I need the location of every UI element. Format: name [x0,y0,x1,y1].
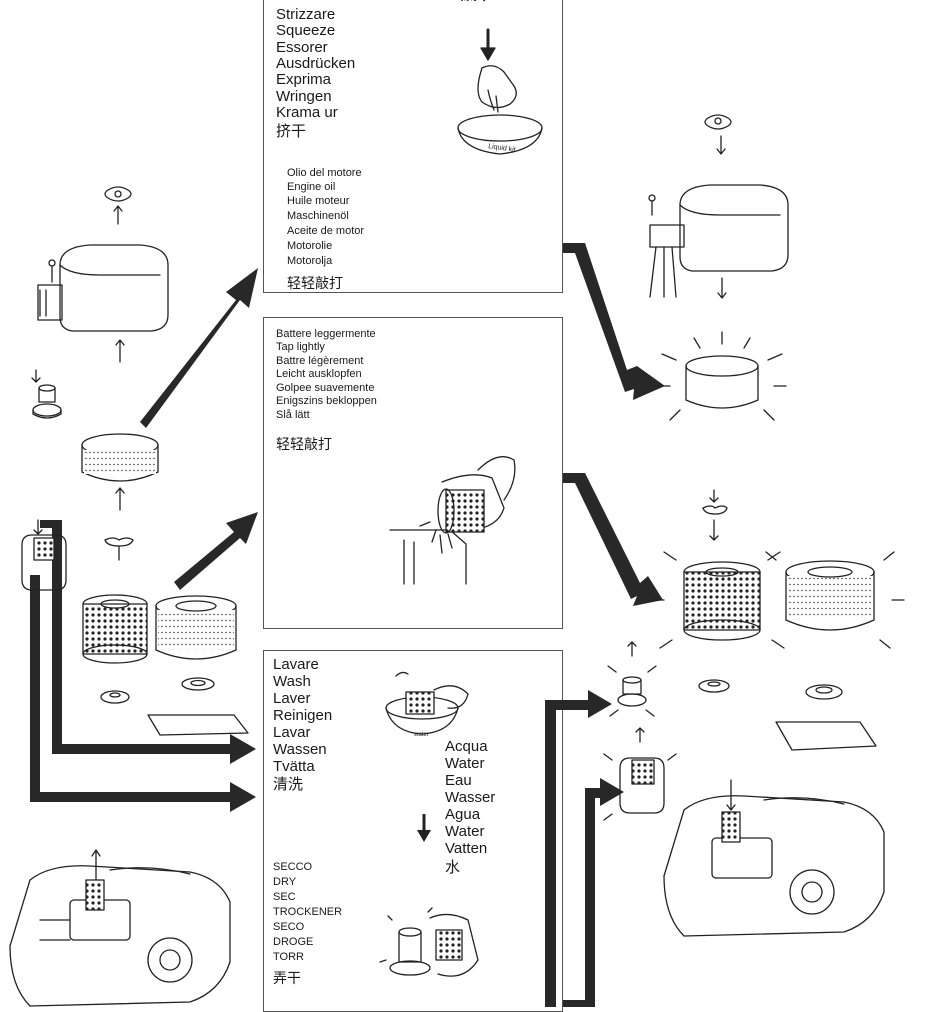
flow-arrow-wash-out-lower [563,778,624,1007]
flow-arrow-tap-out [563,473,663,606]
air-cleaner-cover-icon [38,245,168,362]
grommet-icon [101,678,214,703]
squeeze-bowl-illustration: Liquid kit [458,30,542,154]
foam-element-icon [82,434,158,510]
flow-arrow-to-tap [174,512,258,590]
clean-foam-element-right-icon [766,552,904,648]
flow-arrow-squeeze-out [563,243,665,400]
wing-nut-icon [105,187,131,224]
wing-nut-right-icon [705,115,731,154]
wash-down-arrow-icon [417,814,431,842]
gasket-icon [148,715,248,735]
flow-arrow-to-squeeze [140,268,258,428]
squeeze-bowl-label: Liquid kit [488,143,516,154]
wing-nut-small-icon [105,538,133,560]
gasket-right-icon [776,722,876,750]
engine-right-icon [664,780,884,936]
flow-arrow-wash-out-upper [545,690,612,1007]
wing-nut-down-icon [703,490,727,540]
dry-illustration [380,908,478,976]
foam-filter-element-icon [156,596,236,659]
clean-foam-element-icon [658,332,786,420]
small-filter-element-icon [32,370,61,418]
squeeze-hand-right-icon [604,728,676,820]
small-element-right-icon [608,642,656,716]
air-cleaner-cover-right-icon [649,185,788,298]
tap-lightly-illustration [390,457,515,584]
wash-bowl-label: water [413,732,429,738]
engine-left-icon [10,850,230,1006]
wash-bowl-illustration: water [386,672,468,738]
paper-filter-element-icon [83,595,147,663]
clean-paper-element-icon [652,552,784,648]
grommet-right-icon [699,680,842,699]
